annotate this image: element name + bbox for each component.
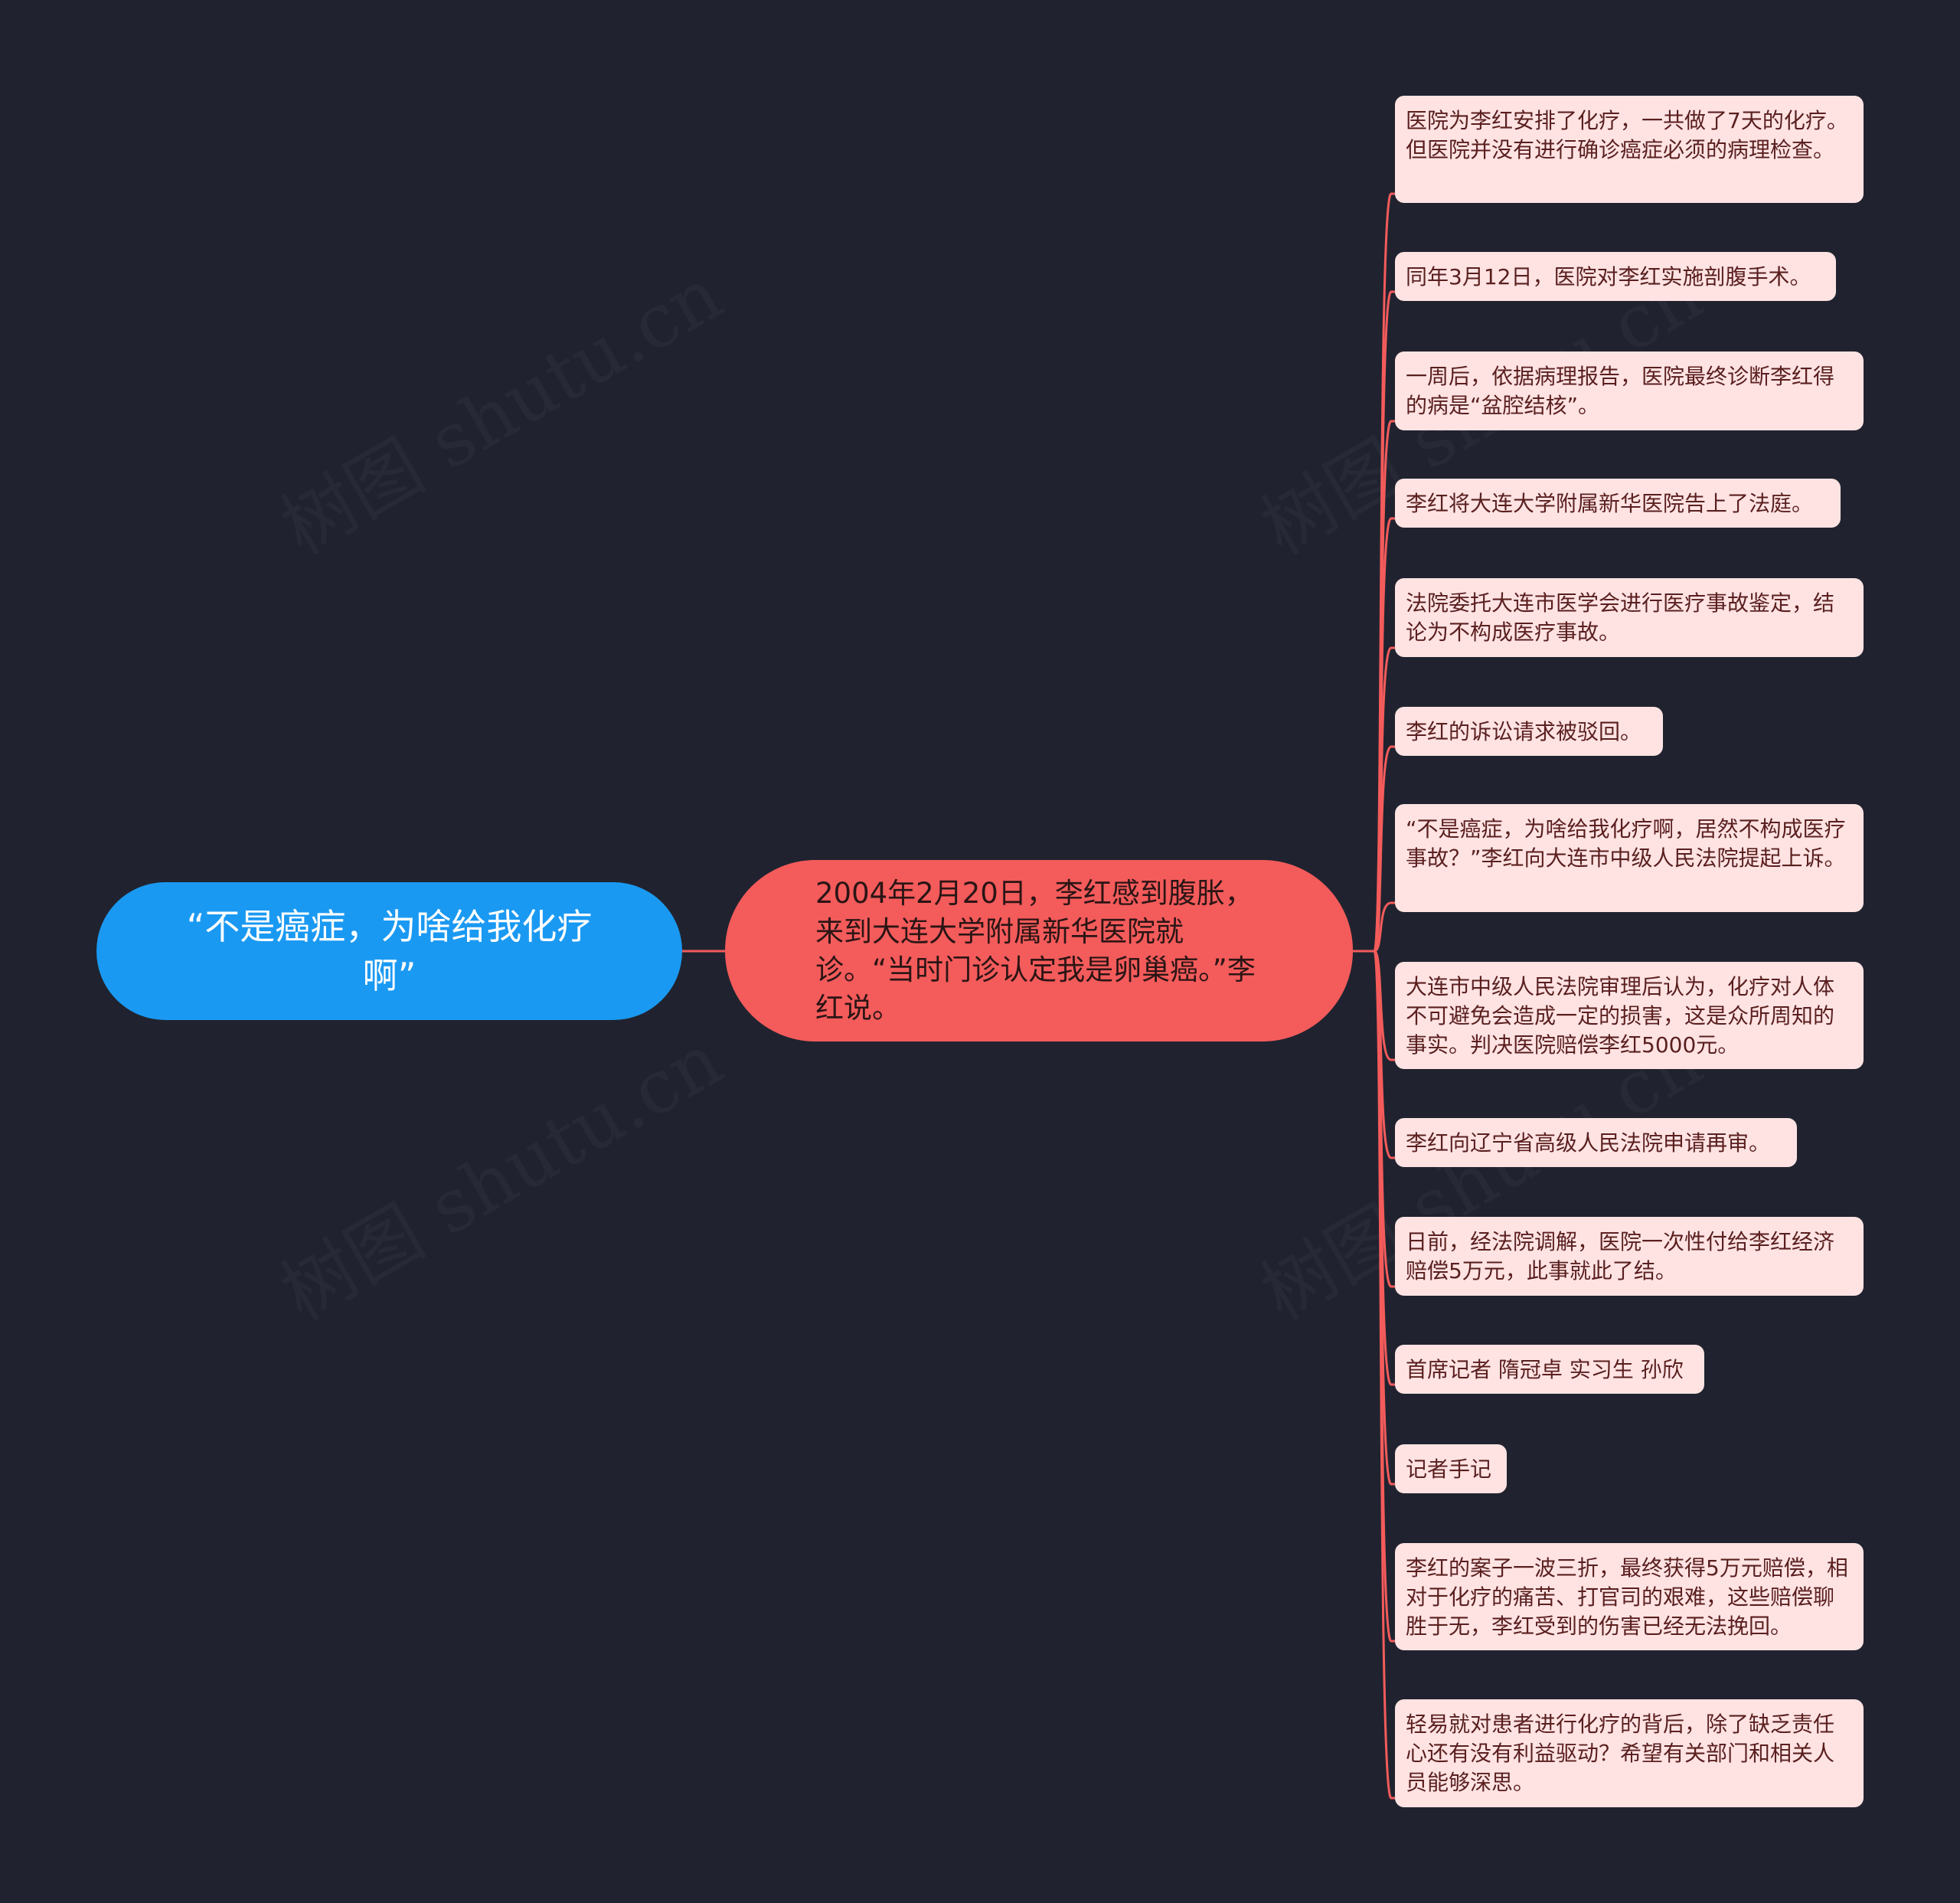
root-topic-label: “不是癌症，为啥给我化疗啊” — [186, 906, 593, 996]
subtopic-label: 李红将大连大学附属新华医院告上了法庭。 — [1406, 491, 1814, 516]
leaf-connector-4 — [1373, 517, 1396, 953]
subtopic-7[interactable]: “不是癌症，为啥给我化疗啊，居然不构成医疗事故？”李红向大连市中级人民法院提起上… — [1395, 804, 1864, 912]
subtopic-6[interactable]: 李红的诉讼请求被驳回。 — [1395, 707, 1663, 756]
subtopic-label: 李红的诉讼请求被驳回。 — [1406, 719, 1642, 744]
subtopic-label: 首席记者 隋冠卓 实习生 孙欣 — [1406, 1357, 1684, 1382]
subtopic-label: 轻易就对患者进行化疗的背后，除了缺乏责任心还有没有利益驱动？希望有关部门和相关人… — [1406, 1712, 1835, 1795]
root-topic[interactable]: “不是癌症，为啥给我化疗啊” — [96, 882, 682, 1020]
leaf-connector-7 — [1374, 901, 1396, 953]
leaf-connector-6 — [1373, 745, 1396, 953]
subtopic-13[interactable]: 李红的案子一波三折，最终获得5万元赔偿，相对于化疗的痛苦、打官司的艰难，这些赔偿… — [1395, 1543, 1864, 1650]
subtopic-label: 李红向辽宁省高级人民法院申请再审。 — [1406, 1130, 1771, 1156]
subtopic-label: 李红的案子一波三折，最终获得5万元赔偿，相对于化疗的痛苦、打官司的艰难，这些赔偿… — [1406, 1555, 1848, 1639]
subtopic-label: 记者手记 — [1406, 1457, 1492, 1482]
subtopic-14[interactable]: 轻易就对患者进行化疗的背后，除了缺乏责任心还有没有利益驱动？希望有关部门和相关人… — [1395, 1699, 1864, 1807]
subtopic-10[interactable]: 日前，经法院调解，医院一次性付给李红经济赔偿5万元，此事就此了结。 — [1395, 1217, 1864, 1296]
main-topic-label: 2004年2月20日，李红感到腹胀，来到大连大学附属新华医院就诊。“当时门诊认定… — [815, 876, 1256, 1025]
subtopic-9[interactable]: 李红向辽宁省高级人民法院申请再审。 — [1395, 1118, 1797, 1167]
subtopic-2[interactable]: 同年3月12日，医院对李红实施剖腹手术。 — [1395, 252, 1836, 301]
subtopic-5[interactable]: 法院委托大连市医学会进行医疗事故鉴定，结论为不构成医疗事故。 — [1395, 578, 1864, 657]
subtopic-1[interactable]: 医院为李红安排了化疗，一共做了7天的化疗。但医院并没有进行确诊癌症必须的病理检查… — [1395, 96, 1864, 203]
subtopic-label: 同年3月12日，医院对李红实施剖腹手术。 — [1406, 264, 1811, 289]
subtopic-3[interactable]: 一周后，依据病理报告，医院最终诊断李红得的病是“盆腔结核”。 — [1395, 351, 1864, 430]
main-topic[interactable]: 2004年2月20日，李红感到腹胀，来到大连大学附属新华医院就诊。“当时门诊认定… — [725, 860, 1353, 1041]
subtopic-label: 大连市中级人民法院审理后认为，化疗对人体不可避免会造成一定的损害，这是众所周知的… — [1406, 974, 1835, 1058]
subtopic-label: “不是癌症，为啥给我化疗啊，居然不构成医疗事故？”李红向大连市中级人民法院提起上… — [1406, 816, 1846, 871]
leaf-connector-14 — [1373, 950, 1396, 1800]
subtopic-label: 日前，经法院调解，医院一次性付给李红经济赔偿5万元，此事就此了结。 — [1406, 1229, 1835, 1283]
subtopic-4[interactable]: 李红将大连大学附属新华医院告上了法庭。 — [1395, 479, 1841, 528]
leaf-connectors — [1373, 192, 1396, 1800]
subtopic-11[interactable]: 首席记者 隋冠卓 实习生 孙欣 — [1395, 1345, 1704, 1394]
subtopic-label: 一周后，依据病理报告，医院最终诊断李红得的病是“盆腔结核”。 — [1406, 364, 1835, 418]
subtopic-label: 法院委托大连市医学会进行医疗事故鉴定，结论为不构成医疗事故。 — [1406, 590, 1835, 645]
leaf-connector-2 — [1373, 290, 1396, 953]
subtopic-12[interactable]: 记者手记 — [1395, 1444, 1507, 1493]
subtopic-8[interactable]: 大连市中级人民法院审理后认为，化疗对人体不可避免会造成一定的损害，这是众所周知的… — [1395, 962, 1864, 1069]
subtopic-label: 医院为李红安排了化疗，一共做了7天的化疗。但医院并没有进行确诊癌症必须的病理检查… — [1406, 108, 1848, 162]
